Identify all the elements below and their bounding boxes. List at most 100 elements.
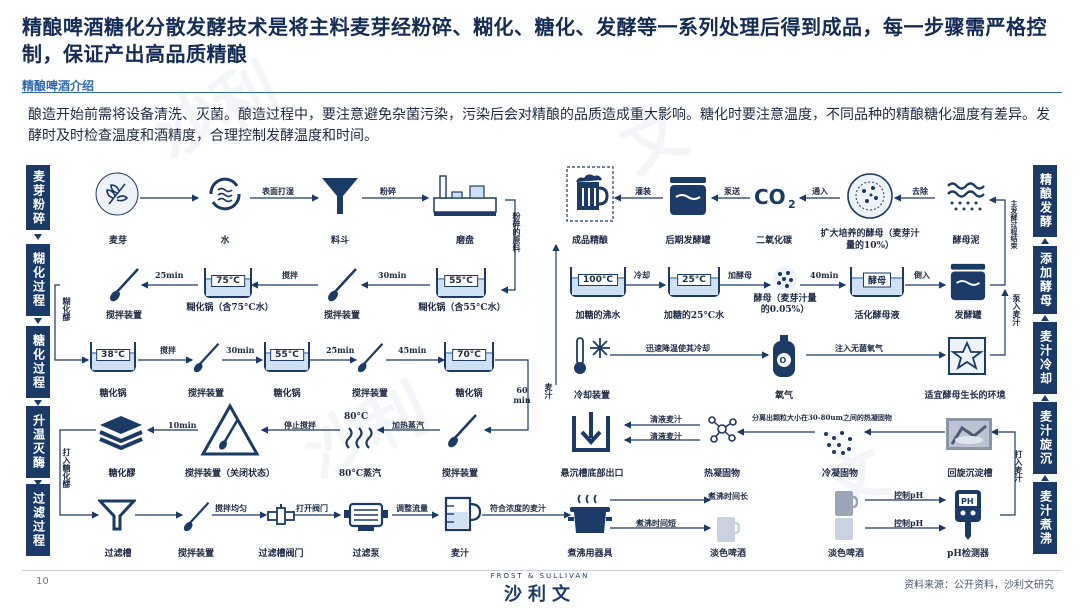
label-boil-long: 煮沸时间长 bbox=[708, 491, 748, 501]
saccharification-pot-38: 38°C bbox=[90, 342, 136, 372]
stirrer-icon bbox=[357, 343, 384, 373]
water-cycle-icon bbox=[209, 177, 241, 211]
label-stirrer-closed: 搅拌装置（关闭状态） bbox=[184, 469, 275, 479]
mill-icon bbox=[433, 175, 497, 216]
label-pump: 过滤泵 bbox=[352, 549, 380, 559]
label-water: 水 bbox=[220, 236, 230, 246]
label-into-mash: 打入糖化醪 bbox=[62, 448, 72, 488]
label-mill: 磨盘 bbox=[455, 236, 474, 246]
label-stirrer-5: 搅拌装置 bbox=[441, 469, 478, 479]
label-kettle: 煮沸用器具 bbox=[567, 549, 613, 559]
label-yeast-mud: 酵母泥 bbox=[952, 236, 980, 246]
stage-left-2: 糊化过程 bbox=[26, 244, 50, 316]
brand-top: FROST & SULLIVAN bbox=[490, 572, 590, 580]
label-s25: 25min bbox=[326, 345, 355, 355]
boiling-kettle-icon bbox=[568, 494, 612, 533]
steam-icon bbox=[345, 427, 373, 449]
pump-icon bbox=[344, 502, 388, 531]
temp-55b: 55°C bbox=[270, 349, 304, 362]
label-gel-mash: 糊化醪 bbox=[62, 297, 72, 321]
label-stir-even: 搅拌均匀 bbox=[215, 503, 247, 513]
dark-beer-icon bbox=[835, 491, 858, 516]
cooler-icon bbox=[574, 337, 610, 374]
malt-icon bbox=[95, 172, 139, 216]
hopper-icon bbox=[322, 178, 358, 214]
label-sacc-pot-2: 糖化锅 bbox=[273, 389, 301, 399]
label-fermenter: 发酵罐 bbox=[954, 311, 982, 321]
label-stirrer-2: 搅拌装置 bbox=[323, 311, 360, 321]
stage-left-4: 升温灭酶 bbox=[26, 406, 50, 478]
active-yeast-tag: 酵母 bbox=[862, 272, 892, 288]
svg-text:O: O bbox=[780, 356, 787, 365]
up-arrow bbox=[1041, 315, 1049, 321]
temp-75: 75°C bbox=[211, 275, 245, 288]
label-cold-break: 冷凝固物 bbox=[821, 469, 858, 479]
label-stirrer-4: 搅拌装置 bbox=[351, 389, 388, 399]
label-into-wort: 打入麦汁 bbox=[1014, 450, 1024, 482]
label-water-25: 加糖的25°C水 bbox=[663, 311, 725, 321]
label-malt: 麦芽 bbox=[108, 236, 127, 246]
yeast-culture-icon bbox=[847, 173, 893, 219]
label-sterile-o2: 注入无菌氧气 bbox=[835, 343, 883, 353]
label-post-ferm: 后期发酵罐 bbox=[665, 236, 711, 246]
down-arrow bbox=[34, 234, 42, 240]
label-pale-beer-1: 淡色啤酒 bbox=[709, 549, 746, 559]
label-wort: 麦汁 bbox=[450, 549, 469, 559]
label-stirrer-1: 搅拌装置 bbox=[105, 311, 142, 321]
label-boil-water: 加糖的沸水 bbox=[575, 311, 621, 321]
saccharification-pot-70: 70°C bbox=[444, 342, 494, 372]
page-number: 10 bbox=[36, 576, 49, 587]
whirlpool-photo-icon bbox=[946, 418, 992, 450]
down-arrow bbox=[34, 400, 42, 406]
label-separate: 分离出颗粒大小在30-80um之间的热凝固物 bbox=[752, 413, 892, 422]
label-ph-meter: pH检测器 bbox=[947, 549, 989, 559]
up-arrow bbox=[1041, 475, 1049, 481]
temp-25: 25°C bbox=[677, 274, 711, 287]
label-cooler: 冷却装置 bbox=[573, 391, 610, 401]
temp-70: 70°C bbox=[452, 349, 486, 362]
label-yeast: 酵母（麦芽汁量的0.05%） bbox=[753, 294, 817, 315]
label-cool: 冷却 bbox=[634, 270, 650, 280]
stage-left-3: 糖化过程 bbox=[26, 326, 50, 398]
label-wet-surface: 表面打湿 bbox=[262, 186, 294, 196]
label-steam: 80°C蒸汽 bbox=[338, 469, 382, 479]
ph-meter-icon: PH bbox=[955, 490, 981, 540]
section-subtitle: 精酿啤酒介绍 bbox=[22, 79, 95, 93]
label-s-stir: 搅拌 bbox=[160, 345, 176, 355]
label-add-yeast: 加酵母 bbox=[728, 270, 752, 280]
svg-text:PH: PH bbox=[961, 497, 974, 506]
svg-text:CO: CO bbox=[754, 185, 786, 209]
brand-name: 沙利文 bbox=[504, 584, 576, 605]
outlet-icon bbox=[572, 412, 610, 452]
label-stir: 搅拌 bbox=[282, 270, 298, 280]
label-yeast-expand: 扩大培养的酵母（麦芽汁量的10%） bbox=[820, 229, 920, 251]
hot-break-icon bbox=[708, 416, 737, 443]
stage-right-1: 精酿发酵 bbox=[1033, 165, 1057, 237]
divider bbox=[22, 92, 1062, 93]
label-gel-pot-55: 糊化锅（含55°C水） bbox=[418, 303, 506, 313]
stage-left-5: 过滤过程 bbox=[26, 484, 50, 556]
label-stirrer-6: 搅拌装置 bbox=[177, 549, 214, 559]
label-sacc-pot-3: 糖化锅 bbox=[455, 389, 483, 399]
stage-right-5: 麦汁煮沸 bbox=[1033, 482, 1057, 554]
label-valve: 过滤槽阀门 bbox=[258, 549, 304, 559]
fermenter-icon bbox=[950, 263, 986, 301]
label-wort-v: 麦汁 bbox=[544, 383, 554, 399]
label-adjust-flow: 调整流量 bbox=[396, 503, 428, 513]
label-main-end: 主发酵过程结束 bbox=[1010, 200, 1019, 249]
label-co2: 二氧化碳 bbox=[755, 236, 792, 246]
yeast-icon bbox=[773, 267, 797, 291]
pale-beer-icon bbox=[835, 518, 853, 540]
growth-environment-icon bbox=[948, 337, 986, 375]
saccharification-pot-55: 55°C bbox=[264, 342, 310, 372]
label-open-valve: 打开阀门 bbox=[296, 503, 328, 513]
label-whirlpool: 回旋沉淀槽 bbox=[947, 469, 993, 479]
stirrer-icon bbox=[328, 268, 357, 302]
temp-38: 38°C bbox=[96, 349, 130, 362]
label-pump-wort: 泵入麦汁 bbox=[1012, 294, 1022, 326]
mash-layers-icon bbox=[99, 416, 143, 450]
temp-steam: 80°C bbox=[344, 412, 369, 422]
water-25-pot: 25°C bbox=[668, 267, 720, 297]
stage-right-2: 添加酵母 bbox=[1033, 246, 1057, 314]
